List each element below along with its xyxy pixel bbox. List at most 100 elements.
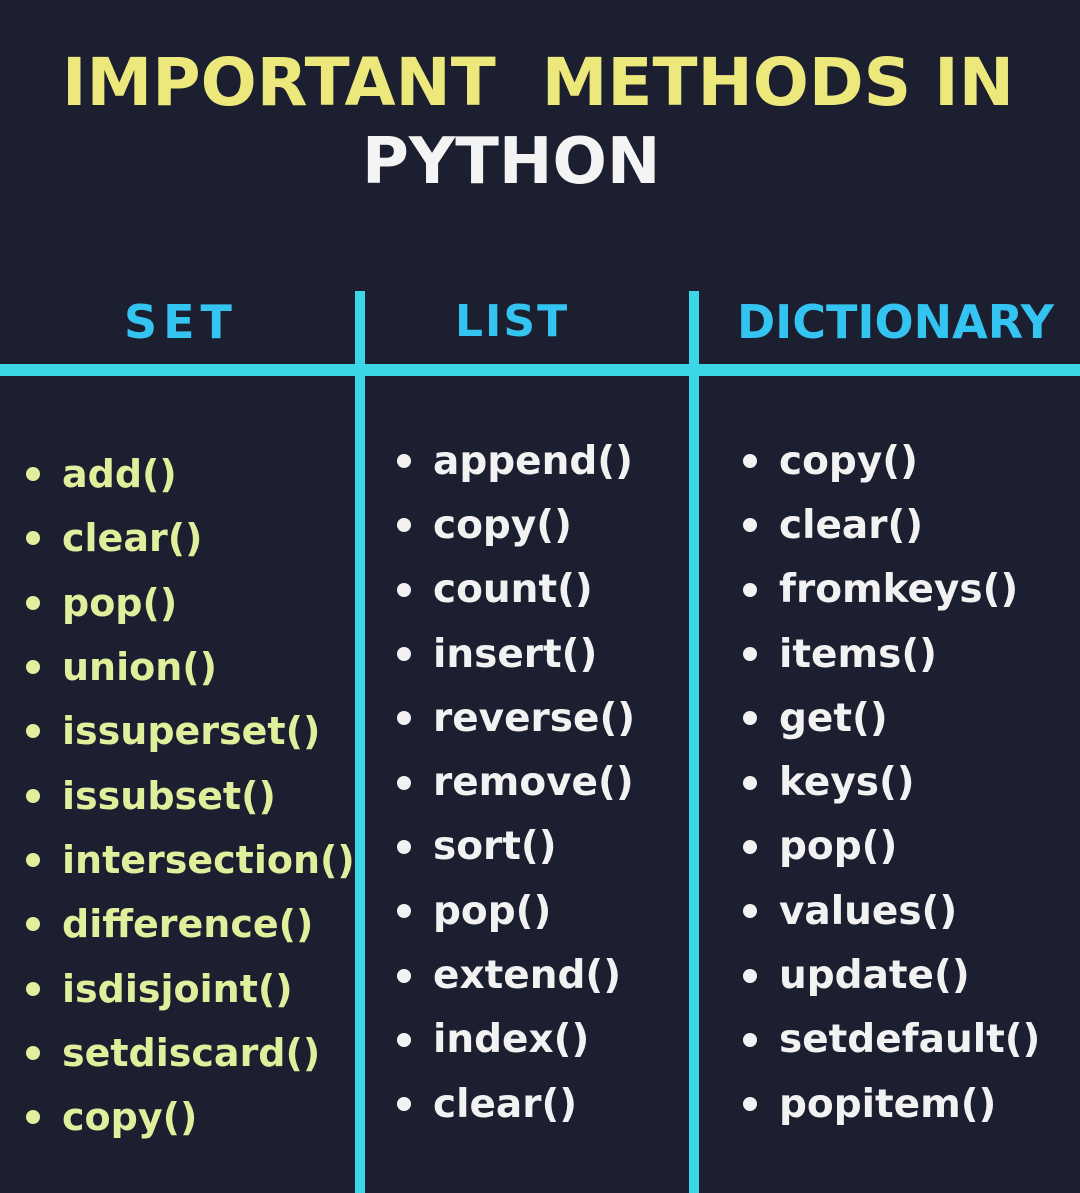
method-list-item: setdiscard() (26, 1021, 355, 1085)
bullet-icon (26, 1045, 40, 1060)
bullet-icon (26, 660, 40, 675)
method-list-item: issubset() (26, 763, 355, 827)
method-name: copy() (779, 438, 918, 484)
bullet-icon (397, 968, 411, 983)
method-name: issuperset() (62, 709, 321, 754)
method-list-item: add() (26, 442, 355, 506)
method-name: index() (433, 1017, 590, 1063)
method-list-item: items() (743, 622, 1040, 686)
column-divider-1 (355, 291, 365, 1193)
method-list-item: index() (397, 1008, 635, 1072)
dictionary-column-header: DICTIONARY (737, 295, 1054, 349)
method-list-item: fromkeys() (743, 558, 1040, 622)
method-list-item: union() (26, 635, 355, 699)
method-list-item: keys() (743, 750, 1040, 814)
method-list-item: isdisjoint() (26, 956, 355, 1020)
method-name: clear() (62, 516, 203, 561)
method-list-item: insert() (397, 622, 635, 686)
method-name: intersection() (62, 837, 355, 882)
method-list-item: setdefault() (743, 1008, 1040, 1072)
set-methods-list: add() clear() pop() union() issuperset() issu… (26, 442, 355, 1149)
bullet-icon (26, 981, 40, 996)
bullet-icon (743, 454, 757, 469)
bullet-icon (397, 775, 411, 790)
method-list-item: get() (743, 686, 1040, 750)
method-name: setdefault() (779, 1017, 1041, 1063)
bullet-icon (26, 531, 40, 546)
bullet-icon (743, 968, 757, 983)
method-name: isdisjoint() (62, 966, 293, 1011)
method-list-item: sort() (397, 815, 635, 879)
bullet-icon (397, 839, 411, 854)
column-divider-2 (689, 291, 699, 1193)
bullet-icon (26, 595, 40, 610)
bullet-icon (743, 711, 757, 726)
title-line-1: IMPORTANT METHODS IN (62, 44, 1014, 121)
bullet-icon (397, 904, 411, 919)
bullet-icon (26, 788, 40, 803)
method-list-item: clear() (397, 1072, 635, 1136)
method-list-item: extend() (397, 943, 635, 1007)
method-list-item: popitem() (743, 1072, 1040, 1136)
set-column-header: SET (124, 295, 238, 349)
dictionary-methods-list: copy() clear() fromkeys() items() get() keys(… (743, 429, 1040, 1136)
list-column-header: LIST (455, 296, 570, 347)
method-name: values() (779, 888, 958, 934)
method-name: clear() (433, 1081, 578, 1127)
method-name: insert() (433, 631, 598, 677)
bullet-icon (397, 1097, 411, 1112)
method-name: count() (433, 567, 593, 613)
bullet-icon (397, 1032, 411, 1047)
method-name: update() (779, 953, 970, 999)
method-name: add() (62, 452, 177, 497)
method-list-item: issuperset() (26, 699, 355, 763)
method-name: items() (779, 631, 937, 677)
method-name: reverse() (433, 695, 636, 741)
title-line-2: PYTHON (362, 125, 661, 199)
method-name: union() (62, 645, 218, 690)
bullet-icon (743, 518, 757, 533)
method-list-item: pop() (743, 815, 1040, 879)
method-list-item: count() (397, 558, 635, 622)
method-list-item: reverse() (397, 686, 635, 750)
bullet-icon (397, 518, 411, 533)
method-name: copy() (62, 1095, 198, 1140)
header-divider (0, 364, 1080, 376)
bullet-icon (743, 904, 757, 919)
bullet-icon (26, 917, 40, 932)
method-list-item: pop() (397, 879, 635, 943)
bullet-icon (397, 711, 411, 726)
method-name: pop() (62, 580, 178, 625)
method-list-item: difference() (26, 892, 355, 956)
method-name: clear() (779, 502, 924, 548)
method-list-item: clear() (743, 493, 1040, 557)
method-list-item: pop() (26, 571, 355, 635)
method-name: append() (433, 438, 633, 484)
method-list-item: clear() (26, 506, 355, 570)
method-name: difference() (62, 902, 314, 947)
method-name: pop() (433, 888, 552, 934)
method-list-item: copy() (397, 493, 635, 557)
bullet-icon (743, 647, 757, 662)
bullet-icon (26, 724, 40, 739)
list-methods-list: append() copy() count() insert() reverse() re… (397, 429, 635, 1136)
bullet-icon (26, 1110, 40, 1125)
method-list-item: copy() (26, 1085, 355, 1149)
method-list-item: remove() (397, 750, 635, 814)
method-list-item: update() (743, 943, 1040, 1007)
method-name: keys() (779, 760, 915, 806)
method-list-item: copy() (743, 429, 1040, 493)
bullet-icon (26, 467, 40, 482)
method-name: popitem() (779, 1081, 997, 1127)
method-list-item: intersection() (26, 828, 355, 892)
bullet-icon (743, 1097, 757, 1112)
method-name: copy() (433, 502, 572, 548)
bullet-icon (397, 582, 411, 597)
bullet-icon (397, 647, 411, 662)
method-name: remove() (433, 760, 634, 806)
method-name: issubset() (62, 773, 276, 818)
bullet-icon (743, 839, 757, 854)
bullet-icon (743, 582, 757, 597)
method-name: extend() (433, 953, 622, 999)
method-name: sort() (433, 824, 557, 870)
